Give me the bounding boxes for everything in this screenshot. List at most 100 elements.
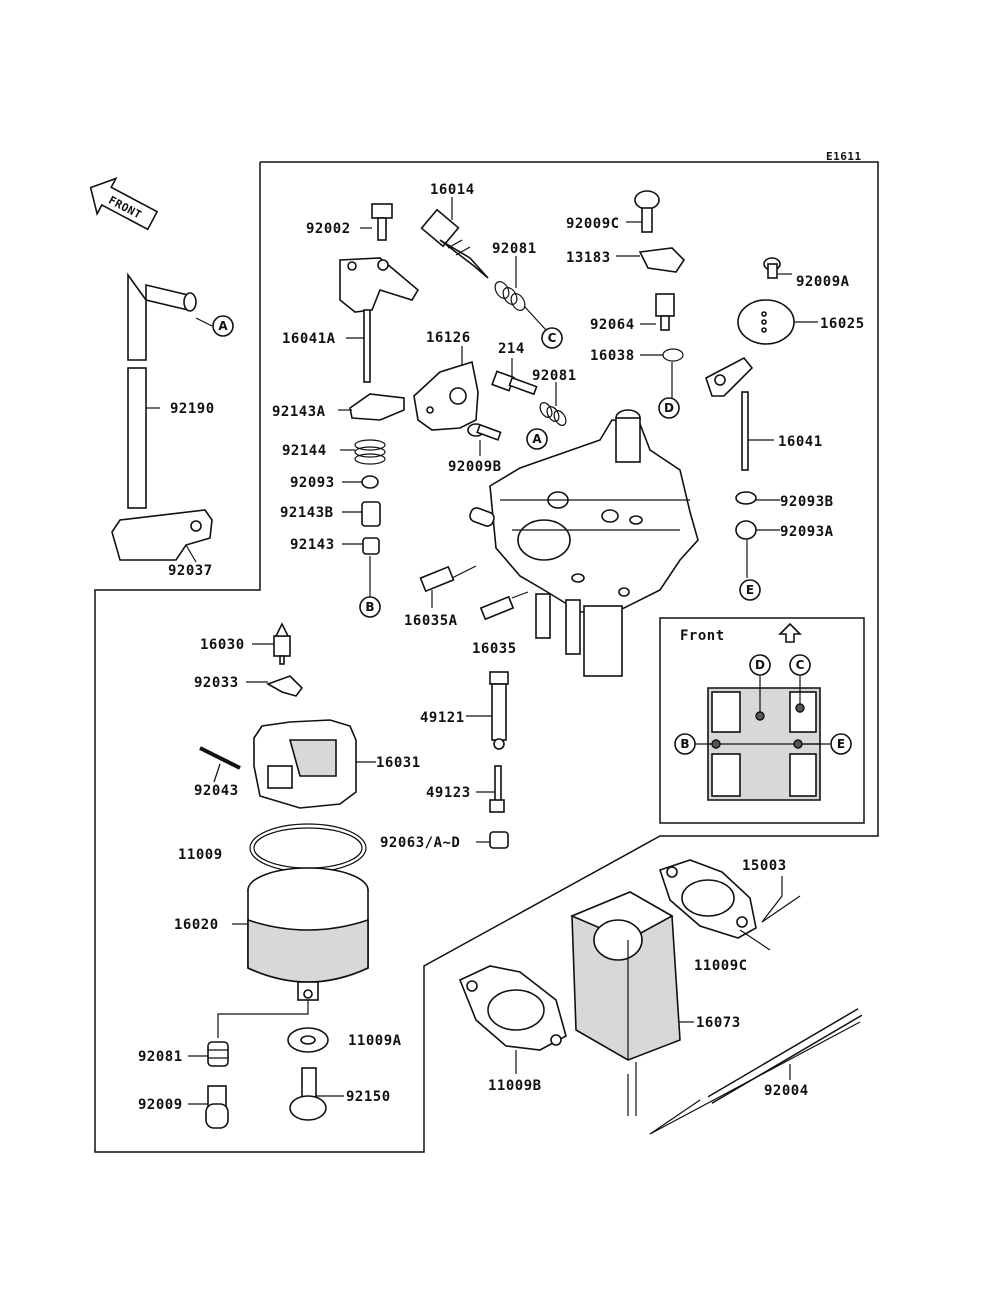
label-16035a: 16035A — [404, 613, 458, 629]
label-11009a: 11009A — [348, 1033, 402, 1049]
part-gasket-16126 — [413, 360, 479, 431]
callout-d-inset: D — [749, 654, 771, 676]
part-screw-92009 — [205, 1085, 229, 1129]
part-float-bowl-16020 — [247, 867, 369, 1001]
label-214: 214 — [498, 341, 525, 357]
part-gasket-11009 — [249, 823, 367, 873]
part-carburetor-body — [469, 409, 699, 677]
label-16126: 16126 — [426, 330, 471, 346]
label-92043: 92043 — [194, 783, 239, 799]
callout-a-pipe: A — [212, 315, 234, 337]
label-11009: 11009 — [178, 847, 223, 863]
inset-front-arrow-icon — [778, 622, 802, 643]
part-washer-92093b — [735, 491, 757, 505]
part-jet-16035 — [479, 595, 515, 621]
svg-text:E: E — [746, 583, 754, 597]
svg-text:A: A — [532, 432, 542, 446]
part-screw-92009c — [634, 190, 660, 233]
part-jet-16035a — [419, 565, 455, 593]
part-screw-92009a — [763, 257, 781, 279]
part-spring-92081-upper — [494, 281, 526, 311]
label-11009b: 11009B — [488, 1078, 542, 1094]
inset-title: Front — [680, 628, 725, 644]
part-screw-16014 — [420, 208, 489, 279]
part-screw-92009b — [467, 423, 502, 441]
label-92009c: 92009C — [566, 216, 620, 232]
label-16041: 16041 — [778, 434, 823, 450]
front-view-inset-frame — [659, 617, 865, 824]
label-16014: 16014 — [430, 182, 475, 198]
part-spring-92081-lower — [539, 402, 567, 426]
label-92081: 92081 — [492, 241, 537, 257]
part-float-16031 — [253, 719, 357, 809]
part-bolt-92150 — [289, 1067, 327, 1121]
part-pipe-92190 — [127, 272, 197, 509]
label-16073: 16073 — [696, 1015, 741, 1031]
part-spring-92081-bowl — [207, 1041, 229, 1067]
label-92081-b: 92081 — [532, 368, 577, 384]
label-16038: 16038 — [590, 348, 635, 364]
diagram-code: E1611 — [826, 150, 862, 163]
part-washer-92093 — [361, 475, 379, 489]
callout-b-lower: B — [359, 596, 381, 618]
label-16041a: 16041A — [282, 331, 336, 347]
label-92143: 92143 — [290, 537, 335, 553]
label-92002: 92002 — [306, 221, 351, 237]
part-washer-92093a — [735, 520, 757, 540]
part-bracket-92037 — [111, 509, 213, 561]
svg-text:D: D — [664, 401, 674, 415]
part-washer-11009a — [287, 1027, 329, 1053]
part-lever-16041a — [339, 257, 420, 383]
label-92064: 92064 — [590, 317, 635, 333]
svg-text:C: C — [548, 331, 557, 345]
label-92150: 92150 — [346, 1089, 391, 1105]
label-49123: 49123 — [426, 785, 471, 801]
label-16035: 16035 — [472, 641, 517, 657]
label-92063: 92063/A~D — [380, 835, 460, 851]
part-needle-49123 — [489, 765, 505, 813]
part-oring-16038 — [662, 348, 684, 362]
label-92143b: 92143B — [280, 505, 334, 521]
part-gasket-11009b — [458, 965, 567, 1051]
part-screw-92002 — [371, 203, 393, 241]
part-main-jet-92063 — [489, 831, 509, 849]
label-92037: 92037 — [168, 563, 213, 579]
label-92093: 92093 — [290, 475, 335, 491]
label-92009b: 92009B — [448, 459, 502, 475]
part-gasket-11009c — [658, 859, 757, 939]
label-92004: 92004 — [764, 1083, 809, 1099]
part-cover-16025 — [737, 299, 795, 345]
part-float-valve-16030 — [273, 622, 291, 665]
label-15003: 15003 — [742, 858, 787, 874]
part-bushing-92143b — [361, 501, 381, 527]
svg-text:B: B — [365, 600, 374, 614]
label-92009a: 92009A — [796, 274, 850, 290]
part-stud-92004 — [707, 1008, 863, 1104]
label-92093b: 92093B — [780, 494, 834, 510]
part-spring-92144 — [354, 439, 386, 465]
label-16025: 16025 — [820, 316, 865, 332]
part-insulator-16073 — [569, 891, 681, 1061]
part-emulsion-tube-49121 — [489, 671, 509, 750]
svg-text:B: B — [680, 737, 689, 751]
part-lever-16041 — [705, 356, 754, 471]
svg-text:D: D — [755, 658, 765, 672]
part-pin-92043 — [199, 746, 241, 770]
svg-text:A: A — [218, 319, 228, 333]
front-arrow-icon: FRONT — [89, 176, 159, 231]
callout-b-inset: B — [674, 733, 696, 755]
part-screw-214 — [491, 370, 538, 396]
part-clip-92033 — [266, 675, 304, 697]
inset-carburetor-front — [694, 676, 830, 801]
part-plate-13183 — [638, 247, 686, 273]
part-plate-92143a — [349, 393, 405, 421]
diagram-frame — [94, 161, 879, 1153]
label-11009c: 11009C — [694, 958, 748, 974]
callout-c-inset: C — [789, 654, 811, 676]
label-13183: 13183 — [566, 250, 611, 266]
callout-a-body: A — [526, 428, 548, 450]
label-16031: 16031 — [376, 755, 421, 771]
label-92190: 92190 — [170, 401, 215, 417]
part-pin-92064 — [655, 293, 675, 331]
